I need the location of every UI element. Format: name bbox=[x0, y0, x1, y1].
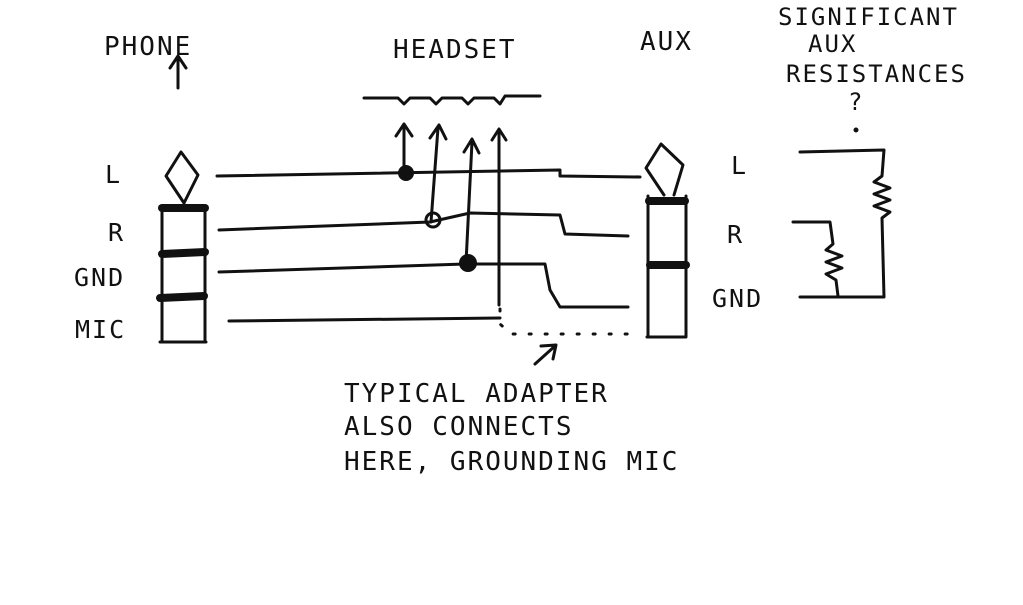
resistor-right-icon bbox=[791, 220, 844, 298]
note-line3: HERE, GROUNDING MIC bbox=[344, 447, 679, 477]
headset-tap-left-arrow-icon bbox=[394, 122, 414, 174]
aux-pin-gnd: GND bbox=[712, 284, 763, 313]
headset-tap-right-arrow-icon bbox=[428, 123, 448, 224]
significant-dot bbox=[853, 127, 859, 133]
headset-tap-mic-arrow-icon bbox=[490, 127, 508, 307]
phone-pin-gnd: GND bbox=[74, 263, 125, 292]
wire-right bbox=[217, 211, 630, 238]
note-arrow-icon bbox=[533, 343, 558, 366]
wire-mic bbox=[227, 316, 502, 323]
phone-pin-mic: MIC bbox=[75, 315, 126, 344]
resistor-left-network-icon bbox=[798, 148, 892, 299]
note-line1: TYPICAL ADAPTER bbox=[344, 379, 609, 409]
aux-pin-l: L bbox=[731, 151, 748, 180]
headset-symbol bbox=[362, 94, 542, 106]
aux-plug-tip bbox=[644, 142, 685, 197]
phone-pin-r: R bbox=[108, 218, 125, 247]
phone-plug-ring3 bbox=[156, 292, 208, 302]
aux-plug-icon bbox=[644, 142, 690, 339]
significant-question-mark: ? bbox=[848, 88, 864, 116]
headset-title: HEADSET bbox=[393, 35, 517, 65]
phone-arrow-icon bbox=[168, 54, 188, 90]
junction-right bbox=[424, 211, 442, 229]
note-line2: ALSO CONNECTS bbox=[344, 412, 574, 442]
significant-label-line3: RESISTANCES bbox=[786, 60, 967, 88]
wire-ground bbox=[217, 262, 630, 309]
phone-pin-l: L bbox=[105, 160, 122, 189]
wire-left bbox=[215, 168, 642, 179]
adapter-dotted-connection bbox=[498, 307, 638, 336]
aux-pin-r: R bbox=[727, 220, 744, 249]
significant-label-line2: AUX bbox=[808, 30, 857, 58]
phone-plug-tip bbox=[164, 150, 200, 205]
aux-title: AUX bbox=[640, 27, 693, 57]
phone-plug-icon bbox=[156, 150, 209, 344]
phone-plug-ring2 bbox=[158, 248, 209, 258]
phone-plug-sleeve bbox=[158, 206, 208, 344]
significant-label-line1: SIGNIFICANT bbox=[778, 3, 959, 31]
junction-ground bbox=[459, 254, 477, 272]
headset-tap-ground-arrow-icon bbox=[462, 137, 481, 265]
junction-left bbox=[398, 165, 414, 181]
